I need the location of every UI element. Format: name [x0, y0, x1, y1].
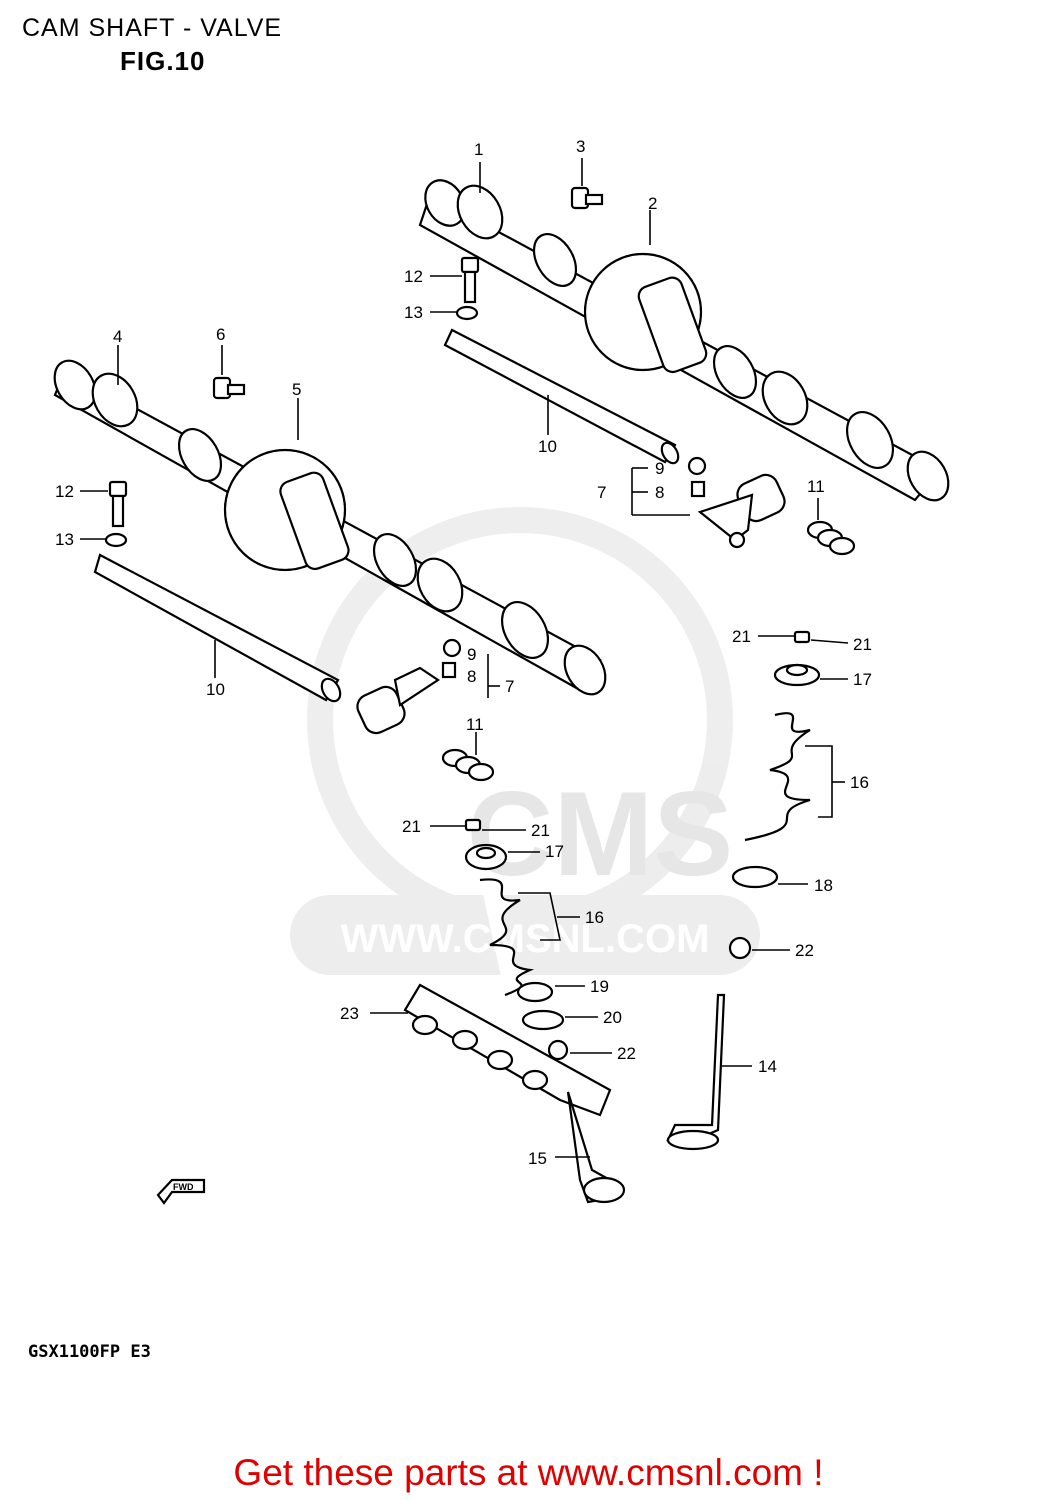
callout-7-lower: 7: [505, 677, 514, 696]
camshaft-lower: [53, 359, 607, 696]
bolt-3: [570, 186, 604, 210]
callout-16-right: 16: [850, 773, 869, 792]
callout-5: 5: [292, 380, 301, 399]
callout-17-right: 17: [853, 670, 872, 689]
callout-11-upper: 11: [807, 477, 825, 496]
valve-stack-right: [666, 630, 821, 1151]
callout-18: 18: [814, 876, 833, 895]
callout-17-left: 17: [545, 842, 564, 861]
fwd-label: FWD: [173, 1182, 194, 1192]
watermark-brand: CMS: [467, 767, 734, 901]
fwd-arrow-icon: FWD: [156, 1178, 206, 1205]
callout-8-upper: 8: [655, 483, 664, 502]
callout-22-left: 22: [617, 1044, 636, 1063]
callout-10-upper: 10: [538, 437, 557, 456]
valve-stack-left: [403, 818, 626, 1204]
rocker-shaft-lower: [93, 553, 342, 703]
callout-15: 15: [528, 1149, 547, 1168]
callout-7-upper: 7: [597, 483, 606, 502]
callout-10-lower: 10: [206, 680, 225, 699]
callout-16-left: 16: [585, 908, 604, 927]
callout-21-right-a: 21: [732, 627, 751, 646]
callout-3: 3: [576, 137, 585, 156]
callout-4: 4: [113, 327, 122, 346]
camshaft-upper: [418, 179, 950, 502]
bolt-12-lower: [108, 480, 128, 528]
figure-number: FIG.10: [120, 46, 206, 76]
callout-2: 2: [648, 194, 657, 213]
callout-9-lower: 9: [467, 645, 476, 664]
washer-13-lower: [104, 532, 128, 548]
callout-21-right-b: 21: [853, 635, 872, 654]
callout-13-lower: 13: [55, 530, 74, 549]
rocker-arm-lower: [356, 638, 462, 735]
watermark: CMS WWW.CMSNL.COM: [290, 507, 760, 975]
spring-11-lower: [441, 748, 495, 782]
callout-20: 20: [603, 1008, 622, 1027]
spring-11-upper: [806, 520, 856, 556]
watermark-url: WWW.CMSNL.COM: [341, 917, 710, 961]
page-title: CAM SHAFT - VALVE: [22, 14, 283, 42]
callout-21-left-a: 21: [402, 817, 421, 836]
promo-link[interactable]: Get these parts at www.cmsnl.com !: [233, 1452, 824, 1493]
model-code: GSX1100FP E3: [28, 1342, 151, 1362]
bolt-12-upper: [460, 256, 480, 304]
callout-19: 19: [590, 977, 609, 996]
callout-21-left-b: 21: [531, 821, 550, 840]
callout-labels: 1 2 3 4 5 6 12 13 12 13 10 10 9 8 7 9 8 …: [55, 137, 872, 1168]
callout-12-upper: 12: [404, 267, 423, 286]
callout-12-lower: 12: [55, 482, 74, 501]
callout-1: 1: [474, 140, 483, 159]
callout-6: 6: [216, 325, 225, 344]
bolt-6: [212, 376, 246, 400]
callout-13-upper: 13: [404, 303, 423, 322]
callout-14: 14: [758, 1057, 777, 1076]
callout-9-upper: 9: [655, 459, 664, 478]
leader-lines: [80, 158, 849, 1158]
callout-8-lower: 8: [467, 667, 476, 686]
callout-11-lower: 11: [466, 715, 484, 734]
callout-23: 23: [340, 1004, 359, 1023]
callout-22-right: 22: [795, 941, 814, 960]
rocker-arm-upper: [687, 456, 786, 549]
washer-13-upper: [455, 305, 479, 321]
rocker-shaft-upper: [443, 328, 680, 465]
exploded-parts-diagram: CMS WWW.CMSNL.COM: [53, 137, 950, 1205]
